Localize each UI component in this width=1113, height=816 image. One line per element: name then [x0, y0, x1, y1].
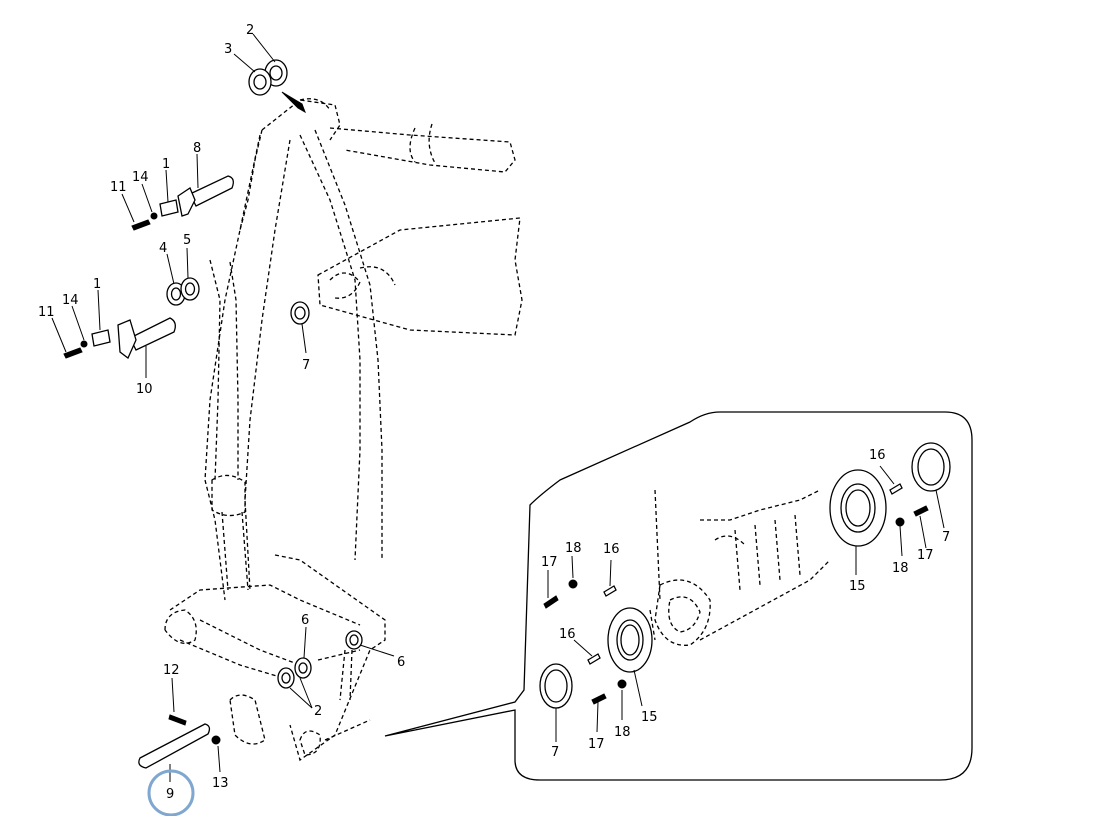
plate-1-upper[interactable]: [159, 199, 179, 217]
detail-callout: [384, 411, 973, 781]
washer-2-lower[interactable]: [277, 667, 295, 689]
arm-outline: [164, 98, 523, 762]
highlight-circle-9: [147, 769, 195, 816]
seal-6-left[interactable]: [294, 657, 312, 679]
washer-14-upper[interactable]: [150, 212, 158, 220]
detail-label-18-left: 18: [565, 541, 582, 556]
label-9: 9: [166, 787, 174, 802]
detail-bolt-17-right[interactable]: [913, 505, 929, 517]
detail-label-17-left: 17: [541, 555, 558, 570]
detail-dowel-16-right[interactable]: [889, 483, 903, 495]
bolt-11-upper[interactable]: [131, 219, 151, 231]
detail-label-15-rear: 15: [849, 579, 866, 594]
label-2-lower: 2: [314, 704, 322, 719]
detail-label-17-right: 17: [917, 548, 934, 563]
label-10: 10: [136, 382, 153, 397]
label-14-lower: 14: [62, 293, 79, 308]
label-1-upper: 1: [162, 157, 170, 172]
detail-seal-7-front[interactable]: [539, 663, 573, 709]
label-11-lower: 11: [38, 305, 55, 320]
bolt-11-lower[interactable]: [63, 347, 83, 359]
detail-bolt-17-bottom[interactable]: [591, 693, 607, 705]
detail-label-7-rear: 7: [942, 530, 950, 545]
label-3-top: 3: [224, 42, 232, 57]
label-6-left: 6: [301, 613, 309, 628]
washer-5[interactable]: [180, 277, 200, 301]
detail-cover-15-rear[interactable]: [829, 469, 887, 547]
label-8: 8: [193, 141, 201, 156]
pin-8[interactable]: [177, 175, 234, 217]
detail-label-15-front: 15: [641, 710, 658, 725]
seal-6-right[interactable]: [345, 630, 363, 650]
leader-lines: [51, 33, 945, 782]
detail-label-17-bottom: 17: [588, 737, 605, 752]
detail-label-16-mid: 16: [559, 627, 576, 642]
arrow-indicator: [281, 91, 306, 114]
nut-13[interactable]: [211, 735, 221, 745]
label-6-right: 6: [397, 655, 405, 670]
label-12: 12: [163, 663, 180, 678]
detail-washer-18-right[interactable]: [895, 517, 905, 527]
plate-1-lower[interactable]: [91, 329, 111, 347]
washer-3-top[interactable]: [248, 68, 272, 96]
detail-washer-18-left[interactable]: [568, 579, 578, 589]
label-5: 5: [183, 233, 191, 248]
washer-14-lower[interactable]: [80, 340, 88, 348]
detail-label-16-left: 16: [603, 542, 620, 557]
label-2-top: 2: [246, 23, 254, 38]
detail-label-18-bottom: 18: [614, 725, 631, 740]
label-1-lower: 1: [93, 277, 101, 292]
label-4: 4: [159, 241, 167, 256]
bolt-12[interactable]: [168, 714, 187, 726]
pin-9[interactable]: [138, 723, 211, 769]
label-13: 13: [212, 776, 229, 791]
pin-10[interactable]: [117, 317, 176, 360]
seal-7-middle[interactable]: [290, 301, 310, 325]
detail-label-18-right: 18: [892, 561, 909, 576]
detail-label-16-right: 16: [869, 448, 886, 463]
detail-bolt-17-left[interactable]: [543, 595, 559, 609]
callout-labels: 2 3 1 8 11 14 4 5 11 14 1 10 7 6 6 2 12 …: [38, 23, 950, 802]
label-11-upper: 11: [110, 180, 127, 195]
label-14-upper: 14: [132, 170, 149, 185]
detail-seal-7-rear[interactable]: [911, 442, 951, 492]
detail-washer-18-bottom[interactable]: [617, 679, 627, 689]
detail-arm-outline: [649, 489, 831, 646]
detail-dowel-16-left[interactable]: [603, 585, 617, 597]
detail-label-7-front: 7: [551, 745, 559, 760]
label-7-middle: 7: [302, 358, 310, 373]
detail-cover-15-front[interactable]: [607, 607, 653, 673]
detail-dowel-16-mid[interactable]: [587, 653, 601, 665]
